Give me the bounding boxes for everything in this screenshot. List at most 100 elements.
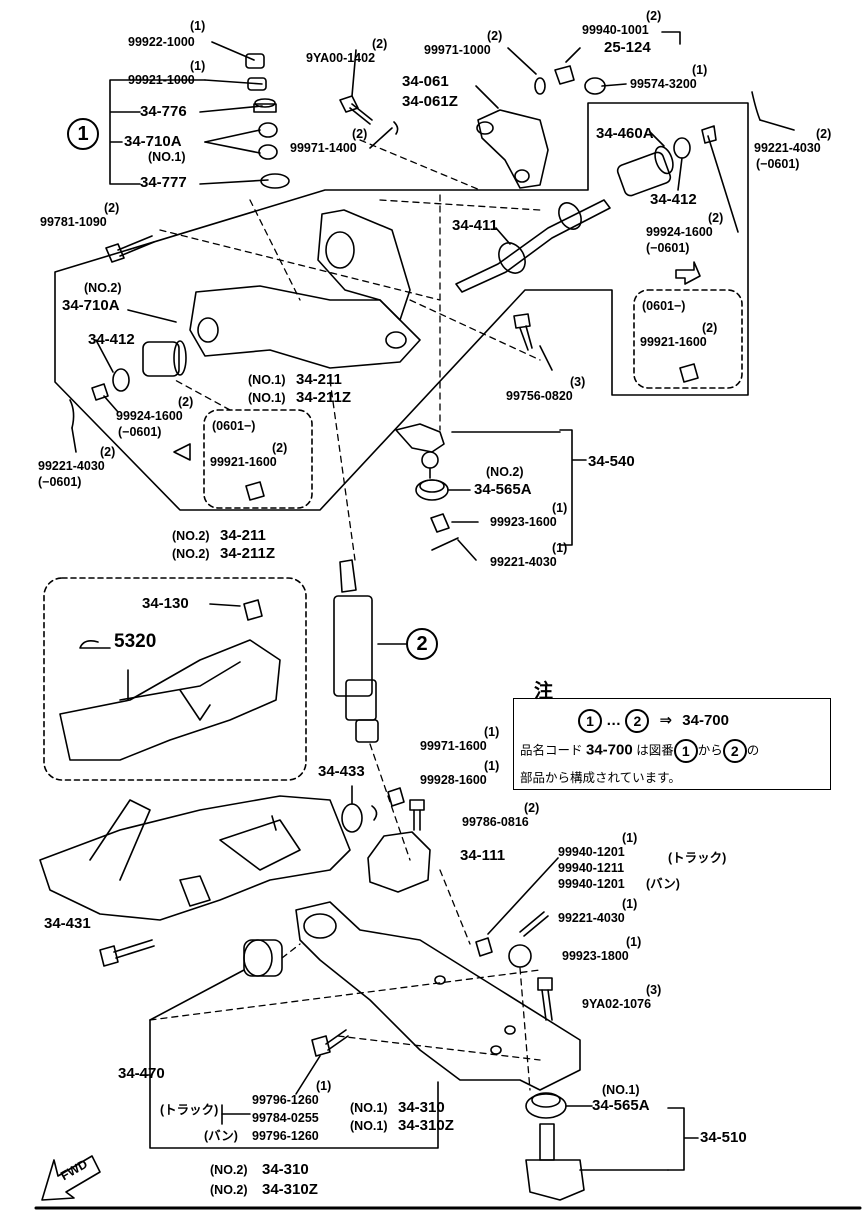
inset-left-range: (0601−) [212,419,256,433]
part-34-211Z-no2: 34-211Z [220,545,276,562]
inset-left-qty: (2) [272,441,288,455]
note-no2-a: (NO.2) [84,281,122,295]
tag-34-310Z-no1: (NO.1) [350,1119,388,1133]
part-34-061: 34-061 [402,73,449,90]
qty-99921-1000: (1) [190,59,206,73]
qty-99924-1600-right: (2) [708,211,724,225]
ball-joint-34-540 [395,423,445,453]
part-34-211-no1: 34-211 [296,371,342,388]
frame-inset-drawing [59,639,281,761]
qty-99971-1400: (2) [352,127,368,141]
part-99940-1001: 99940-1001 [582,23,649,37]
part-99971-1000: 99971-1000 [424,43,491,57]
note-ellipsis: … [606,711,622,729]
part-99221-4030-mid: 99221-4030 [490,555,557,569]
part-34-565A-no2: 34-565A [474,481,532,498]
part-9YA02-1076: 9YA02-1076 [582,997,652,1011]
tag-34-211Z-no1: (NO.1) [248,391,286,405]
part-34-211Z-no1: 34-211Z [296,389,352,406]
tag-34-310-no2: (NO.2) [210,1163,248,1177]
part-34-061 [477,109,549,189]
note-van: (バン) [646,877,680,891]
tag-34-565A-no2: (NO.2) [486,465,524,479]
part-99971-1400: 99971-1400 [290,141,357,155]
part-34-411 [455,199,611,293]
part-34-130: 34-130 [142,595,189,612]
note-no1-small: (NO.1) [148,150,186,164]
qty-99940-1001: (2) [646,9,662,23]
note-text-c: は図番 [636,743,674,758]
qty-99574-3200: (1) [692,63,708,77]
upper-arm-34-211 [189,285,421,369]
tag-34-211-no2: (NO.2) [172,529,210,543]
part-34-310-no1: 34-310 [398,1099,445,1116]
upper-arm-group-outline [54,102,749,511]
chassis-frame [39,795,351,921]
part-99921-1000: 99921-1000 [128,73,195,87]
inset-right-part: 99921-1600 [640,335,707,349]
qty-99928-1600: (1) [484,759,500,773]
inset-box-frame [43,577,307,781]
part-99940-1201: 99940-1201 [558,845,625,859]
part-99796-1260: 99796-1260 [252,1093,319,1107]
part-34-710A-2: 34-710A [62,297,120,314]
inset-box-left [203,409,313,509]
tag-34-211Z-no2: (NO.2) [172,547,210,561]
bumper-34-111 [367,831,431,893]
note-heading: 注 [530,682,558,701]
group-circle-2: 2 [406,628,438,660]
note-circle-1b: 1 [673,739,698,763]
part-99756-0820: 99756-0820 [506,389,573,403]
part-99781-1090: 99781-1090 [40,215,107,229]
qty-99971-1000: (2) [487,29,503,43]
qty-9YA02-1076: (3) [646,983,662,997]
qty-99971-1600: (1) [484,725,500,739]
part-34-510: 34-510 [700,1129,747,1146]
qty-99221-4030-tr: (2) [816,127,832,141]
part-34-061Z: 34-061Z [402,93,458,110]
part-99574-3200: 99574-3200 [630,77,697,91]
part-99923-1600: 99923-1600 [490,515,557,529]
part-34-431: 34-431 [44,915,91,932]
fwd-arrow [41,1155,101,1201]
part-34-111: 34-111 [460,847,506,864]
qty-99940-1201: (1) [622,831,638,845]
range-99221-4030-left: (−0601) [38,475,82,489]
part-99923-1800: 99923-1800 [562,949,629,963]
qty-99786-0816: (2) [524,801,540,815]
qty-99924-1600-left: (2) [178,395,194,409]
part-34-540: 34-540 [588,453,635,470]
part-34-412-left: 34-412 [88,331,135,348]
tag-34-211-no1: (NO.1) [248,373,286,387]
qty-99221-4030-left: (2) [100,445,116,459]
qty-99796-1260: (1) [316,1079,332,1093]
note-truck-2: (トラック) [160,1103,219,1117]
inset-right-range: (0601−) [642,299,686,313]
qty-99221-4030-mid: (1) [552,541,568,555]
part-5320: 5320 [114,631,157,652]
range-99924-1600-left: (−0601) [118,425,162,439]
part-99221-4030-tr: 99221-4030 [754,141,821,155]
part-9YA00-1402: 9YA00-1402 [306,51,376,65]
lower-arm-34-310 [295,901,581,1091]
part-34-710A: 34-710A [124,133,182,150]
part-99971-1600: 99971-1600 [420,739,487,753]
note-text-b: 34-700 [586,741,633,759]
part-34-460A: 34-460A [596,125,654,142]
part-34-310Z-no1: 34-310Z [398,1117,454,1134]
part-34-565A-no1: 34-565A [592,1097,650,1114]
part-34-433: 34-433 [318,763,365,780]
note-circle-2b: 2 [722,739,747,763]
group-circle-1: 1 [67,118,99,150]
qty-99781-1090: (2) [104,201,120,215]
note-text-e: の [746,743,760,758]
qty-99221-4030-b: (1) [622,897,638,911]
note-target: 34-700 [682,711,729,729]
part-99786-0816: 99786-0816 [462,815,529,829]
qty-9YA00-1402: (2) [372,37,388,51]
part-34-470: 34-470 [118,1065,165,1082]
note-circle-1: 1 [578,709,602,733]
